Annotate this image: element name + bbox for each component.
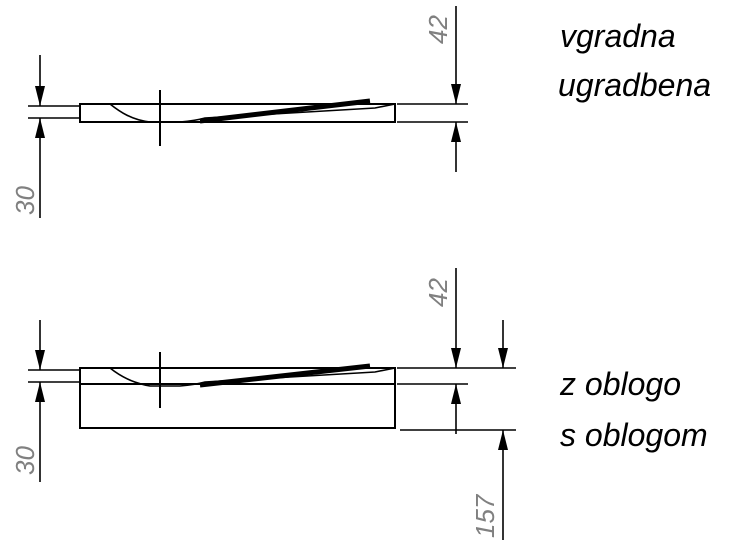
dimension-top-left: 30 [10,55,45,218]
dim-top-left-lower-arrow [35,118,45,138]
tray-built-in-slope-line [199,98,371,124]
dim-bottom-right-lower-arrow [451,384,461,404]
label-with-panel-line2: s oblogom [560,417,708,453]
dim-top-left-value: 30 [10,186,40,215]
dim-top-right-upper-arrow [451,84,461,104]
label-built-in-line1: vgradna [560,18,676,54]
dimension-bottom-left: 30 [10,320,45,482]
tray-built-in [28,90,468,146]
dimension-bottom-right: 42 [423,268,461,434]
tray-built-in-outline [79,103,396,123]
dim-bottom-right-value: 42 [423,278,453,307]
dim-top-right-lower-arrow [451,122,461,142]
dim-far-right-value: 157 [470,493,500,538]
dim-top-left-upper-arrow [35,86,45,106]
label-built-in-line2: ugradbena [558,67,711,103]
dim-bottom-left-upper-arrow [35,350,45,370]
tray-with-panel-slope-line [199,363,371,388]
dimension-bottom-far-right: 157 [470,320,508,540]
dimension-top-right: 42 [423,6,461,172]
dim-bottom-left-lower-arrow [35,382,45,402]
tray-with-panel-apron [79,384,396,429]
dim-bottom-right-upper-arrow [451,348,461,368]
label-with-panel-line1: z oblogo [559,366,681,402]
dim-far-right-lower-arrow [498,430,508,450]
dim-far-right-upper-arrow [498,348,508,368]
dim-bottom-left-value: 30 [10,446,40,475]
tray-with-panel [28,352,516,431]
dim-top-right-value: 42 [423,15,453,44]
